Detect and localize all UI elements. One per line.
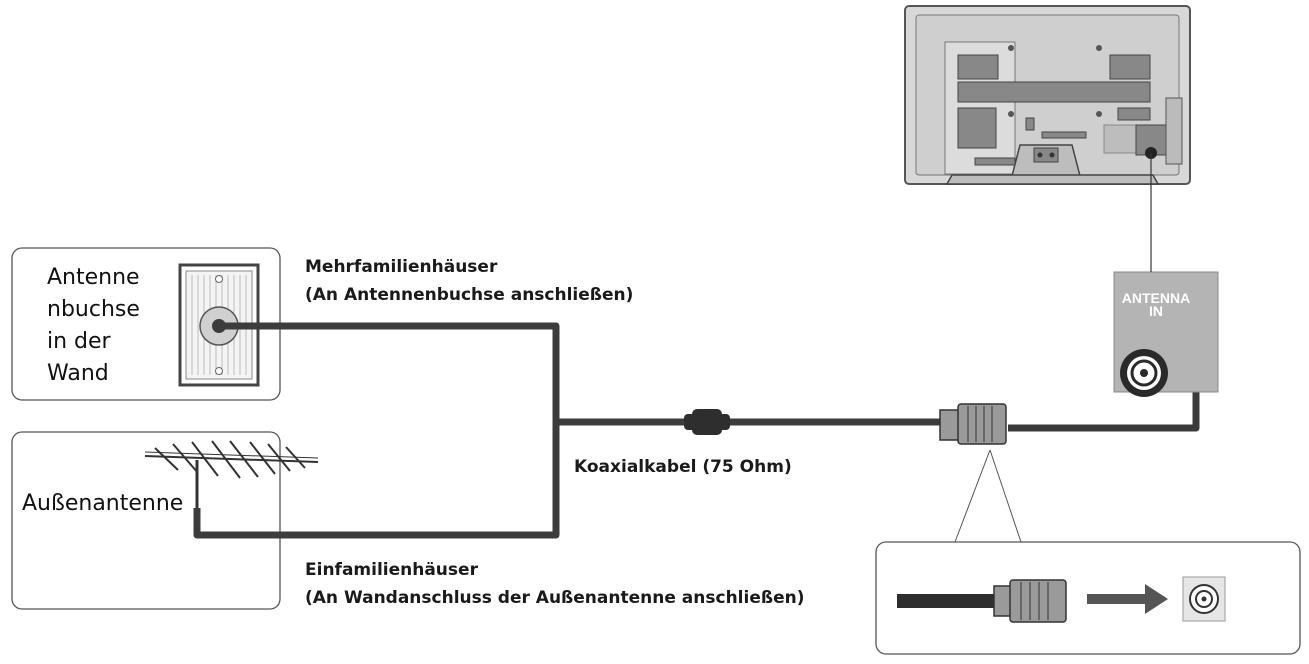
wall-socket-label: Antenne nbuchse in der Wand (47, 262, 140, 390)
wall-socket-label-line: in der (47, 329, 111, 354)
antenna-in-panel (1113, 271, 1219, 397)
wall-socket-label-line: Wand (47, 361, 109, 386)
coax-connector-icon (939, 403, 1007, 445)
wall-socket-label-line: Antenne (47, 265, 140, 290)
wall-socket-label-line: nbuchse (47, 297, 140, 322)
detail-callout-lines (954, 449, 1022, 543)
outdoor-antenna-box (11, 431, 281, 610)
outdoor-antenna-icon (144, 440, 319, 508)
outdoor-antenna-label: Außenantenne (22, 491, 184, 516)
arrow-right-icon (1087, 584, 1168, 614)
house-note: (An Wandanschluss der Außenantenne ansch… (305, 588, 805, 608)
house-title: Einfamilienhäuser (305, 560, 478, 580)
antenna-port-icon (1182, 576, 1226, 622)
detail-connector-icon (897, 579, 1067, 623)
apartment-note: (An Antennenbuchse anschließen) (305, 285, 634, 305)
apartment-title: Mehrfamilienhäuser (305, 257, 498, 277)
tv-back-icon (904, 5, 1191, 185)
ferrite-bead-icon (684, 409, 730, 435)
cable-label: Koaxialkabel (75 Ohm) (574, 457, 792, 477)
coaxial-cable (193, 322, 1200, 539)
antenna-in-label-line2: IN (1149, 303, 1163, 319)
antenna-in-label-line1: ANTENNA (1121, 290, 1191, 306)
antenna-in-label: ANTENNA IN (1114, 290, 1198, 319)
